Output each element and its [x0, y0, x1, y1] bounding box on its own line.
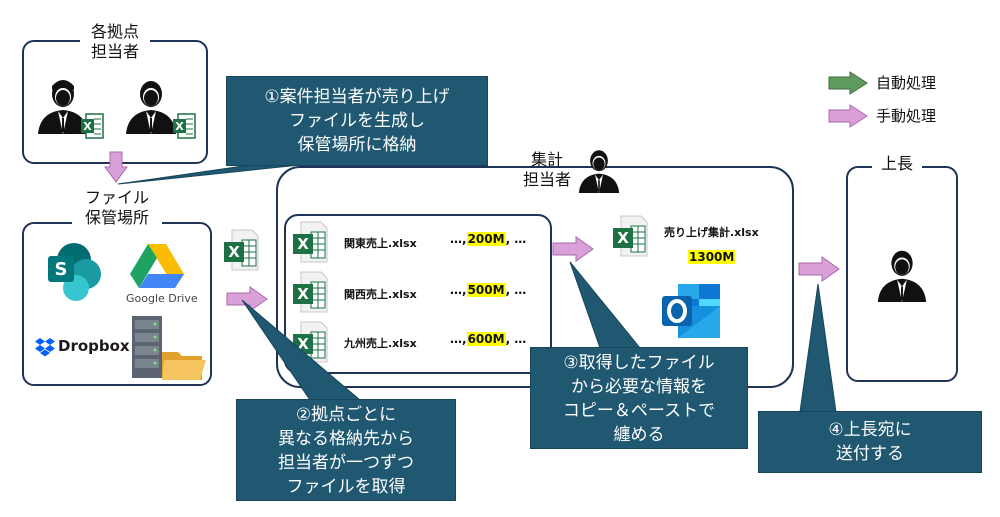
- svg-text:S: S: [55, 259, 68, 280]
- excel-file-icon: X: [81, 113, 104, 139]
- manual-arrow: [226, 286, 268, 312]
- manual-arrow: [552, 236, 594, 262]
- file-value: …,200M, …: [450, 232, 527, 246]
- dropbox-icon: [35, 338, 55, 357]
- file-storage-title: ファイル保管場所: [72, 188, 162, 228]
- person-icon: [877, 250, 927, 302]
- regional-files-box: [284, 214, 552, 374]
- svg-text:X: X: [175, 120, 184, 133]
- manual-arrow: [798, 256, 840, 282]
- legend-auto-label: 自動処理: [876, 74, 937, 92]
- file-name: 関西売上.xlsx: [344, 288, 417, 301]
- svg-text:X: X: [228, 243, 240, 261]
- boss-title: 上長: [872, 154, 922, 174]
- file-name: 九州売上.xlsx: [344, 337, 417, 350]
- callout-step3: ③取得したファイルから必要な情報をコピー＆ペーストで纏める: [530, 347, 748, 449]
- file-name: 関東売上.xlsx: [344, 237, 417, 250]
- person-icon: [126, 81, 176, 134]
- svg-text:X: X: [83, 120, 92, 133]
- person-icon: [38, 80, 88, 134]
- person-icon: [578, 150, 620, 193]
- legend-manual-label: 手動処理: [876, 107, 937, 125]
- outlook-icon: [662, 284, 720, 338]
- svg-text:X: X: [617, 229, 629, 247]
- file-value: …,600M, …: [450, 332, 527, 346]
- summary-file-name: 売り上げ集計.xlsx: [664, 226, 759, 239]
- excel-file-icon: X: [293, 271, 328, 313]
- manual-arrow: [104, 151, 128, 183]
- excel-file-icon: X: [293, 221, 328, 263]
- auto-arrow-legend-icon: [828, 71, 868, 95]
- excel-file-icon: X: [224, 229, 259, 271]
- file-value: …,500M, …: [450, 283, 527, 297]
- branch-staff-title: 各拠点担当者: [80, 22, 150, 62]
- callout-step1: ①案件担当者が売り上げファイルを生成し保管場所に格納: [226, 76, 488, 166]
- summary-value: 1300M: [688, 250, 736, 264]
- excel-file-icon: X: [173, 113, 196, 139]
- excel-file-icon: X: [613, 215, 648, 257]
- callout-step2: ②拠点ごとに異なる格納先から担当者が一つずつファイルを取得: [236, 399, 456, 501]
- google-drive-label: Google Drive: [126, 292, 198, 305]
- sharepoint-icon: S: [48, 243, 101, 301]
- callout-step4: ④上長宛に送付する: [758, 411, 982, 473]
- aggregator-title: 集計担当者: [522, 150, 571, 189]
- manual-arrow-legend-icon: [828, 104, 868, 128]
- file-server-icon: [132, 316, 206, 380]
- excel-file-icon: X: [293, 321, 328, 363]
- google-drive-icon: [130, 244, 184, 288]
- svg-text:X: X: [297, 285, 309, 303]
- dropbox-label: Dropbox: [58, 337, 130, 355]
- svg-text:X: X: [297, 335, 309, 353]
- svg-text:X: X: [297, 235, 309, 253]
